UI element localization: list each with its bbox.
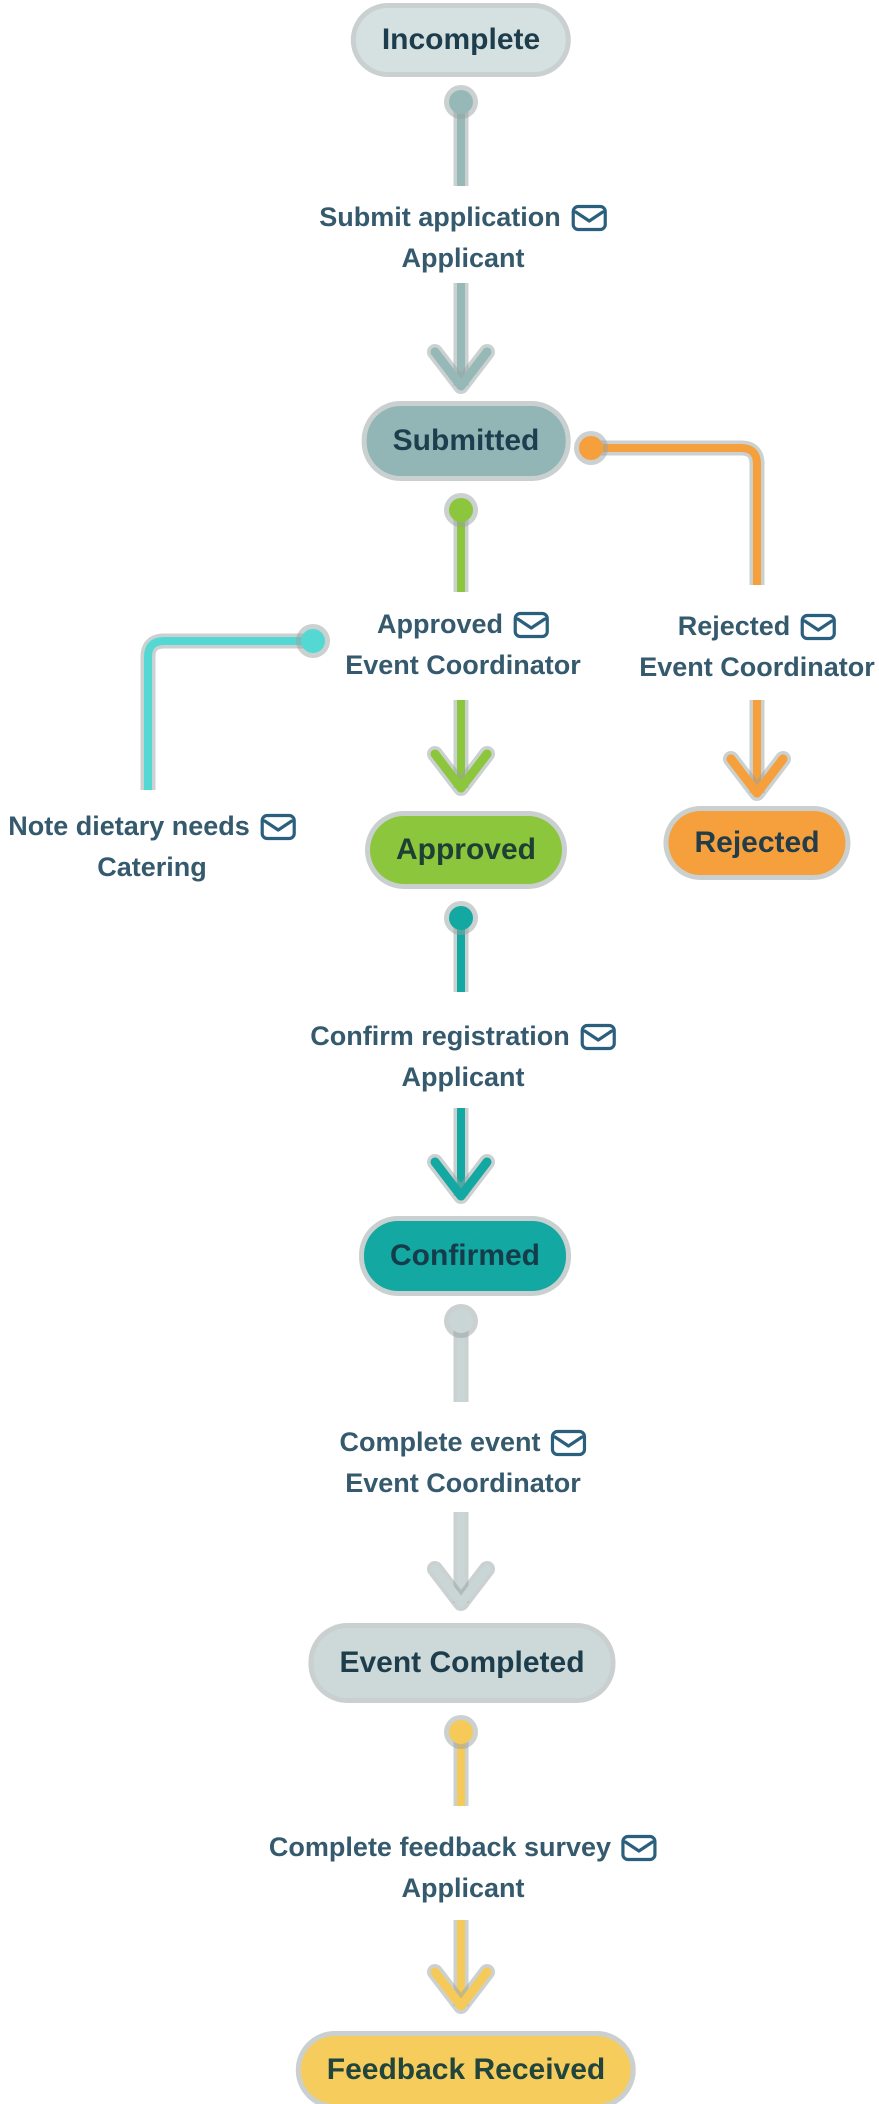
state-node-incomplete: Incomplete bbox=[355, 8, 567, 72]
edge-action-text: Rejected bbox=[677, 611, 791, 641]
state-node-rejected: Rejected bbox=[668, 811, 846, 875]
state-node-label: Confirmed bbox=[390, 1239, 540, 1272]
edge-complete-event-arrowhead bbox=[430, 1564, 492, 1608]
edge-note-dietary-needs-start-dot bbox=[301, 629, 325, 653]
edge-action-text: Approved bbox=[376, 609, 504, 639]
edge-actor-text: Event Coordinator bbox=[639, 652, 875, 682]
edge-actor-text: Event Coordinator bbox=[345, 1468, 581, 1498]
state-node-feedback-received: Feedback Received bbox=[300, 2036, 632, 2104]
edge-actor-text: Applicant bbox=[401, 1062, 525, 1092]
envelope-icon bbox=[513, 611, 549, 638]
envelope-icon bbox=[800, 613, 836, 640]
edge-submit-application-start-dot bbox=[449, 90, 473, 114]
edge-approved-transition-arrowhead bbox=[430, 749, 492, 793]
edge-action-text: Note dietary needs bbox=[8, 811, 250, 841]
state-node-submitted: Submitted bbox=[366, 406, 566, 476]
envelope-icon bbox=[621, 1834, 657, 1861]
envelope-icon bbox=[260, 813, 296, 840]
edge-rejected-transition-arrowhead bbox=[726, 754, 788, 798]
state-node-label: Submitted bbox=[392, 424, 540, 457]
edge-note-dietary-needs-line-0 bbox=[144, 637, 313, 790]
edge-complete-event-start-dot bbox=[449, 1309, 473, 1333]
edge-confirm-registration-arrowhead bbox=[430, 1157, 492, 1201]
edge-action-text: Complete event bbox=[339, 1427, 541, 1457]
edge-action-text: Submit application bbox=[319, 202, 561, 232]
edge-note-dietary-needs-line-casing-0 bbox=[140, 633, 313, 790]
state-node-label: Approved bbox=[395, 833, 537, 866]
edge-action-text: Confirm registration bbox=[310, 1021, 570, 1051]
state-node-label: Event Completed bbox=[339, 1646, 585, 1679]
edge-approved-transition-start-dot bbox=[449, 498, 473, 522]
edge-actor-text: Event Coordinator bbox=[345, 650, 581, 680]
edge-actor-text: Applicant bbox=[401, 243, 525, 273]
state-node-approved: Approved bbox=[369, 816, 563, 884]
envelope-icon bbox=[580, 1023, 616, 1050]
envelope-icon bbox=[571, 204, 607, 231]
envelope-icon bbox=[550, 1429, 587, 1456]
edge-actor-text: Applicant bbox=[401, 1873, 525, 1903]
state-node-label: Rejected bbox=[694, 826, 820, 859]
state-node-confirmed: Confirmed bbox=[364, 1221, 566, 1291]
state-node-label: Feedback Received bbox=[326, 2053, 606, 2086]
state-node-event-completed: Event Completed bbox=[313, 1628, 611, 1698]
edge-action-text: Complete feedback survey bbox=[268, 1832, 612, 1862]
edge-actor-text: Catering bbox=[97, 852, 207, 882]
edge-rejected-transition-start-dot bbox=[579, 436, 603, 460]
edge-confirm-registration-start-dot bbox=[449, 906, 473, 930]
edge-complete-feedback-survey-start-dot bbox=[449, 1720, 473, 1744]
edge-rejected-transition-line-casing-0 bbox=[591, 440, 765, 585]
state-node-label: Incomplete bbox=[381, 23, 541, 56]
edge-complete-feedback-survey-arrowhead bbox=[430, 1967, 492, 2011]
edge-submit-application-arrowhead bbox=[430, 347, 492, 391]
edge-rejected-transition-line-0 bbox=[591, 444, 761, 585]
